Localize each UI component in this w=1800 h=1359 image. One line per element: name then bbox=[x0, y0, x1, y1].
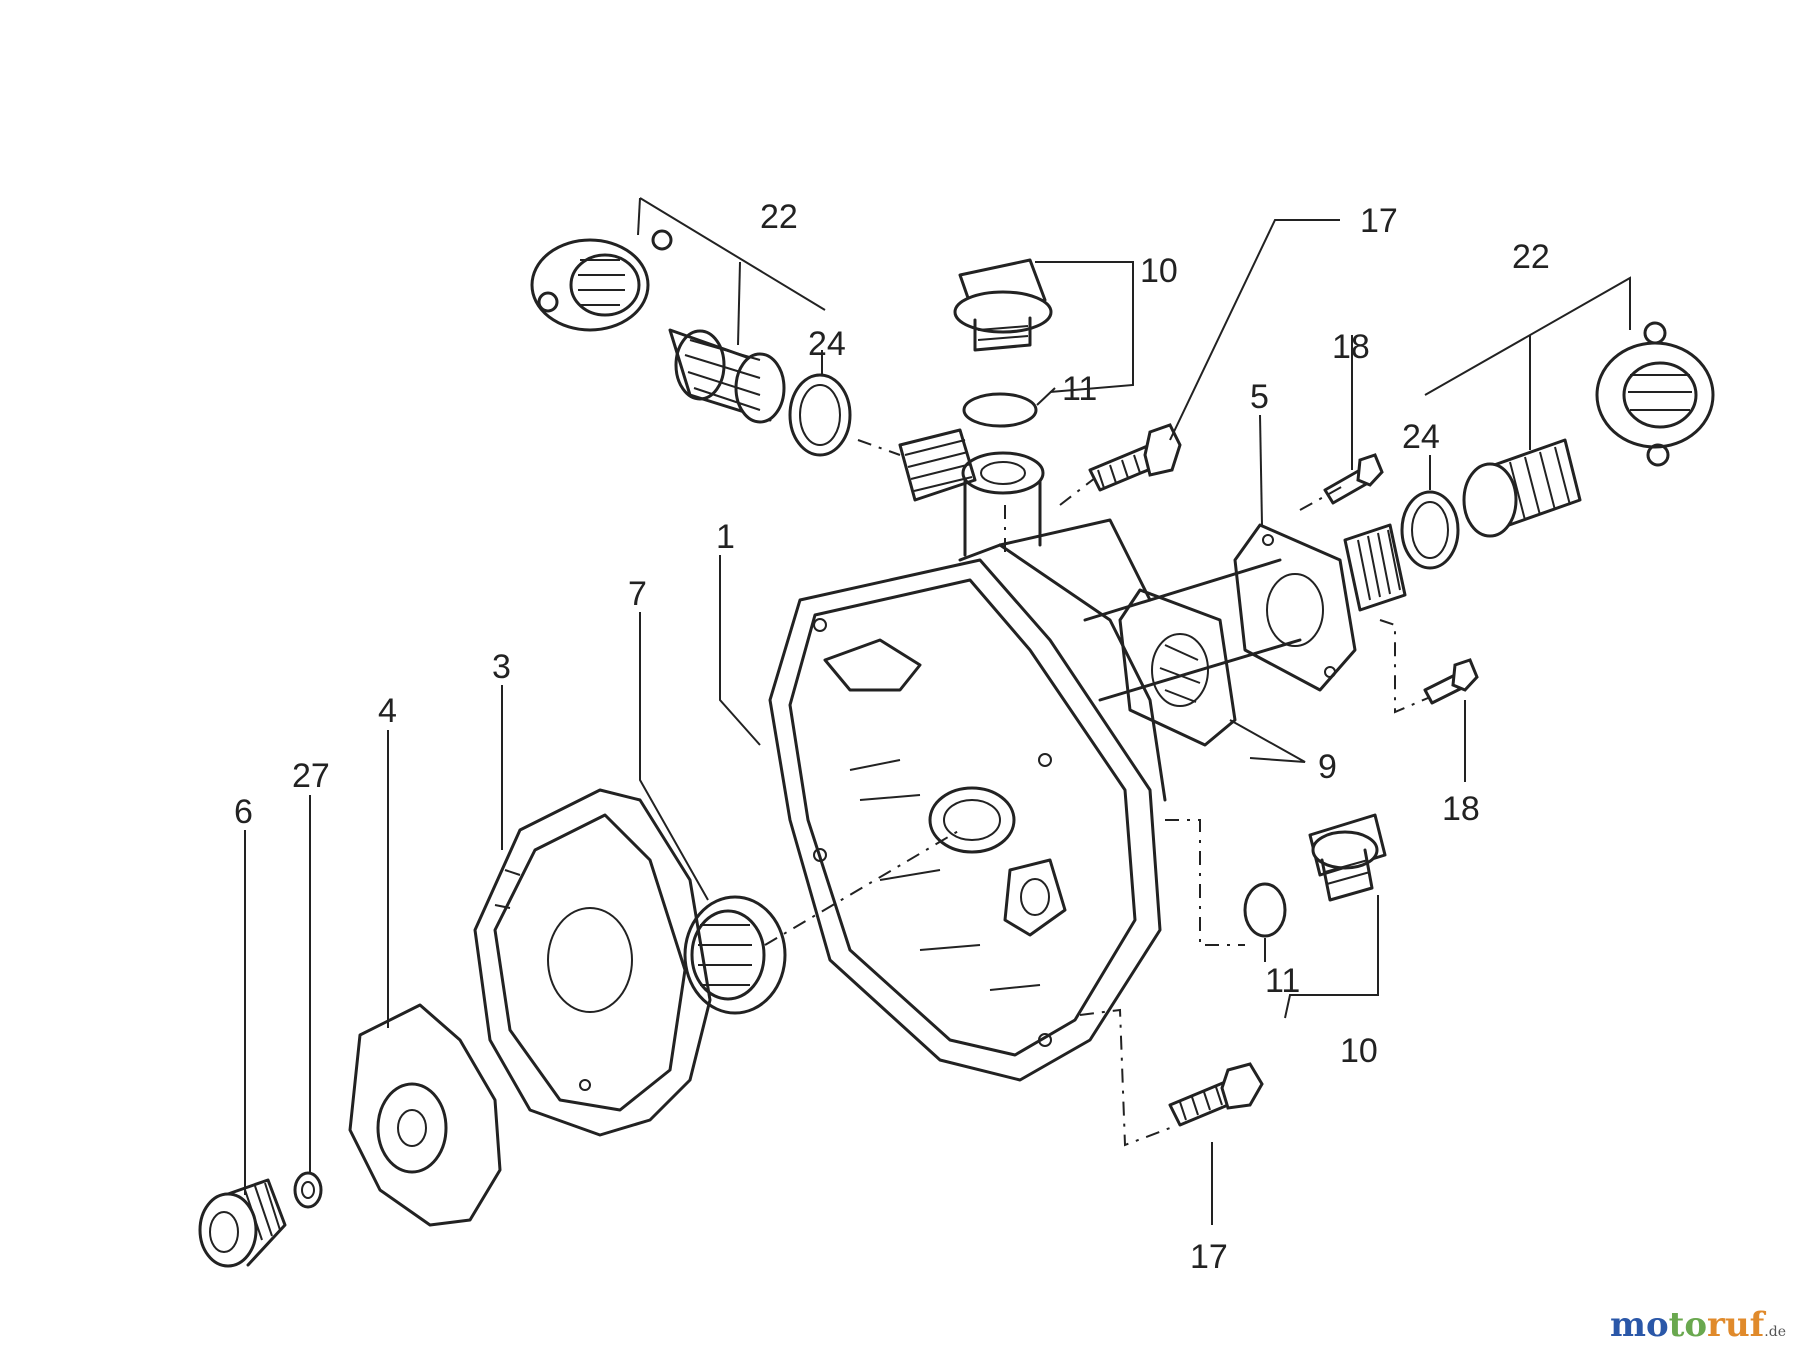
top-bolt bbox=[1088, 423, 1182, 492]
lower-bolt-17 bbox=[1168, 1062, 1264, 1127]
cover-3 bbox=[473, 788, 712, 1137]
label-10-top: 10 bbox=[1140, 252, 1178, 290]
alignment-lines bbox=[764, 439, 1429, 1147]
label-18-top: 18 bbox=[1332, 328, 1370, 366]
label-5: 5 bbox=[1250, 378, 1269, 416]
top-o-ring bbox=[962, 392, 1038, 428]
label-24-left: 24 bbox=[808, 325, 846, 363]
gasket-9 bbox=[1118, 588, 1237, 747]
label-27: 27 bbox=[292, 757, 330, 795]
label-3: 3 bbox=[492, 648, 511, 686]
label-9: 9 bbox=[1318, 748, 1337, 786]
label-22-left: 22 bbox=[760, 198, 798, 236]
label-17-lower: 17 bbox=[1190, 1238, 1228, 1276]
plug-6 bbox=[198, 1178, 287, 1268]
motoruf-watermark: motoruf.de bbox=[1610, 1305, 1786, 1345]
watermark-part2: to bbox=[1668, 1305, 1708, 1345]
impeller-4 bbox=[348, 1003, 502, 1227]
label-7: 7 bbox=[628, 575, 647, 613]
label-17-top: 17 bbox=[1360, 202, 1398, 240]
label-6: 6 bbox=[234, 793, 253, 831]
washer-27 bbox=[293, 1171, 323, 1209]
left-hose-nipple bbox=[668, 328, 786, 424]
top-fill-plug bbox=[953, 258, 1053, 352]
upper-bolt-18 bbox=[1323, 453, 1384, 505]
flange-5 bbox=[1233, 523, 1357, 692]
label-22-right: 22 bbox=[1512, 238, 1550, 276]
right-threaded-nipple bbox=[1343, 523, 1407, 612]
watermark-domain: .de bbox=[1764, 1324, 1786, 1340]
label-18-lower: 18 bbox=[1442, 790, 1480, 828]
left-hose-clamp bbox=[530, 229, 673, 332]
label-24-right: 24 bbox=[1402, 418, 1440, 456]
leader-lines bbox=[244, 197, 1631, 1225]
outlet-elbow bbox=[898, 428, 977, 502]
lower-bolt-18 bbox=[1423, 658, 1479, 705]
lower-o-ring bbox=[1243, 882, 1287, 938]
right-gasket bbox=[1400, 490, 1460, 570]
right-hose-clamp bbox=[1595, 321, 1715, 467]
label-11-top: 11 bbox=[1062, 370, 1097, 408]
part-labels: 22 24 10 11 17 18 5 22 24 1 7 3 4 27 6 9… bbox=[234, 198, 1550, 1276]
label-11-lower: 11 bbox=[1265, 962, 1300, 1000]
pump-casing bbox=[768, 451, 1302, 1082]
label-1: 1 bbox=[716, 518, 735, 556]
seal-7 bbox=[683, 895, 787, 1015]
drain-plug bbox=[1308, 813, 1387, 902]
watermark-part1: mo bbox=[1609, 1305, 1669, 1345]
label-4: 4 bbox=[378, 692, 397, 730]
label-10-lower: 10 bbox=[1340, 1032, 1378, 1070]
left-gasket bbox=[788, 373, 852, 457]
watermark-part3: ruf bbox=[1707, 1305, 1765, 1345]
right-hose-nipple bbox=[1462, 438, 1582, 538]
